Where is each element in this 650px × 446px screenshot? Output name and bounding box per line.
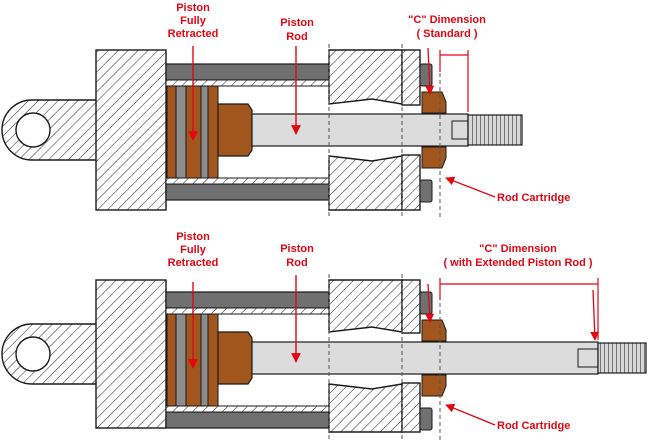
bottom-c-dimension-line-1: "C" Dimension (479, 243, 557, 255)
bottom-tie-rod-nut-lower (419, 407, 433, 431)
top-tie-rod-upper (165, 63, 330, 81)
top-head-flange-upper (401, 49, 421, 106)
top-cap-end (95, 49, 167, 211)
bottom-tie-rod-nut-upper (419, 291, 433, 315)
bottom-piston-wear-ring-1 (166, 313, 177, 407)
top-piston-wear-ring-3 (207, 85, 219, 179)
bottom-piston-seal-2 (200, 313, 209, 407)
top-rod-cartridge-upper (421, 91, 447, 114)
bottom-head-flange-upper (401, 279, 421, 334)
bottom-piston-label-line-2: Fully (180, 244, 207, 256)
bottom-c-dimension-line-2: ( with Extended Piston Rod ) (443, 257, 592, 269)
top-rod-cartridge-label: Rod Cartridge (497, 192, 570, 204)
top-piston-seal-2 (200, 85, 209, 179)
top-piston-label: Piston Fully Retracted (168, 2, 219, 40)
bottom-tie-rod-upper (165, 291, 330, 309)
top-rod-label-line-2: Rod (286, 31, 307, 43)
top-rod-cartridge-lower (421, 146, 447, 169)
bottom-cap-end (95, 279, 167, 429)
bottom-head-flange-lower (401, 382, 421, 433)
bottom-rod-wrench-flat (577, 348, 599, 368)
bottom-piston-rod (251, 341, 599, 375)
bottom-rod-label-line-2: Rod (286, 257, 307, 269)
bottom-head-lower (328, 383, 403, 433)
top-head-upper (328, 49, 403, 105)
bottom-rod-label: Piston Rod (280, 243, 314, 269)
bottom-piston-wear-ring-3 (207, 313, 219, 407)
bottom-rod-cartridge-lower (421, 374, 447, 397)
top-tie-rod-nut-lower (419, 179, 433, 203)
bottom-c-dimension-label: "C" Dimension ( with Extended Piston Rod… (443, 243, 592, 269)
bottom-rod-cartridge-label: Rod Cartridge (497, 420, 570, 432)
top-rod-wrench-flat (451, 120, 469, 140)
top-piston-label-line-1: Piston (176, 2, 210, 14)
top-cylinder (1, 44, 523, 218)
bottom-tube-lower (165, 405, 330, 413)
top-head-flange-lower (401, 154, 421, 211)
top-tie-rod-nut-upper (419, 63, 433, 87)
bottom-cylinder (1, 274, 647, 440)
bottom-piston-label: Piston Fully Retracted (168, 231, 219, 269)
top-piston-label-line-2: Fully (180, 15, 207, 27)
bottom-piston-seal-1 (175, 313, 187, 407)
top-c-dimension-line-1: "C" Dimension (408, 14, 486, 26)
bottom-tie-rod-lower (165, 411, 330, 429)
top-piston-nut (217, 103, 253, 157)
top-clevis-hole (15, 112, 51, 148)
top-piston-seal-1 (175, 85, 187, 179)
bottom-rod-thread (597, 342, 647, 374)
top-head-lower (328, 155, 403, 211)
top-tie-rod-lower (165, 183, 330, 201)
top-c-dimension-line-2: ( Standard ) (416, 28, 477, 40)
bottom-tube-upper (165, 307, 330, 315)
bottom-piston-label-line-3: Retracted (168, 257, 219, 269)
top-piston-wear-ring-1 (166, 85, 177, 179)
bottom-clevis-hole (15, 336, 51, 372)
top-tube-upper (165, 79, 330, 87)
top-piston-rod (251, 113, 469, 147)
bottom-rod-cartridge-upper (421, 319, 447, 342)
bottom-piston-nut (217, 331, 253, 385)
top-piston-label-line-3: Retracted (168, 28, 219, 40)
top-c-dimension-label: "C" Dimension ( Standard ) (408, 14, 486, 40)
top-rod-label: Piston Rod (280, 17, 314, 43)
top-tube-lower (165, 177, 330, 185)
top-rod-thread (467, 114, 523, 146)
bottom-head-upper (328, 279, 403, 333)
bottom-rod-label-line-1: Piston (280, 243, 314, 255)
bottom-piston-label-line-1: Piston (176, 231, 210, 243)
top-rod-label-line-1: Piston (280, 17, 314, 29)
